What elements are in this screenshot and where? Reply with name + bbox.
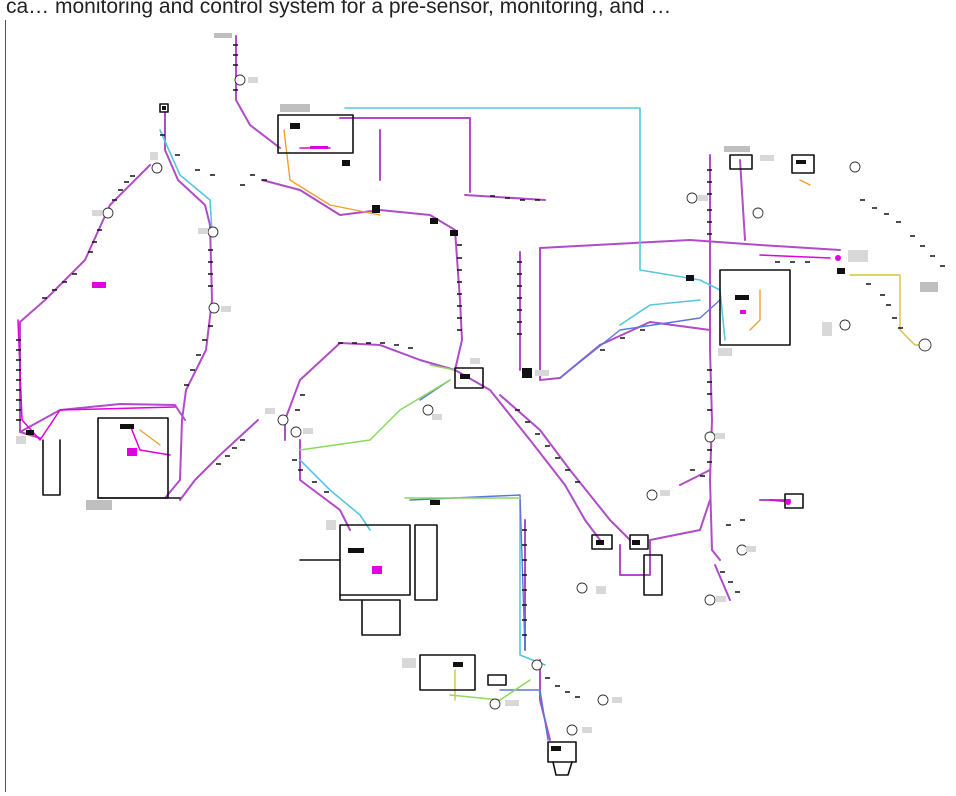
purple-network [20, 36, 840, 740]
yellow-network [455, 275, 930, 700]
cyan-network [160, 108, 725, 665]
building-outlines [43, 104, 814, 775]
magenta-equipment [92, 146, 841, 574]
magenta-network [18, 148, 830, 502]
node-circles [103, 75, 931, 735]
label-boxes [86, 33, 938, 510]
device-ticks [16, 45, 945, 697]
